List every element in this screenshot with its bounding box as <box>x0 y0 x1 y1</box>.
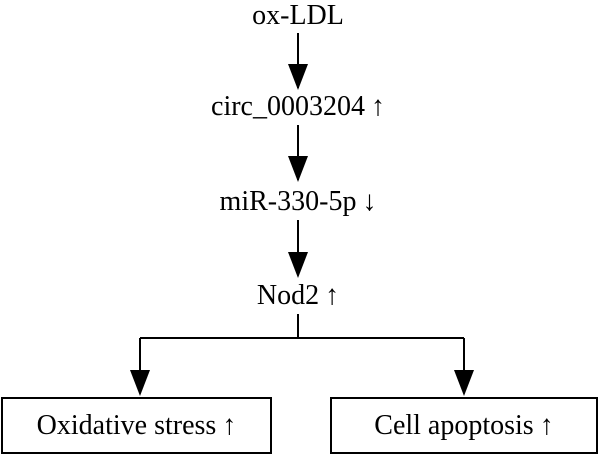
up-arrow-icon: ↑ <box>222 409 237 441</box>
down-arrow-icon: ↓ <box>362 186 377 217</box>
arrowhead-to-oxidative <box>130 370 150 396</box>
node-circ: circ_0003204↑ <box>211 91 385 123</box>
up-arrow-icon: ↑ <box>325 280 340 311</box>
up-arrow-icon: ↑ <box>370 91 385 122</box>
box-cell-apoptosis-text: Cell apoptosis <box>374 409 534 441</box>
up-arrow-icon: ↑ <box>539 409 554 441</box>
box-oxidative-stress-text: Oxidative stress <box>36 409 217 441</box>
node-nod2: Nod2↑ <box>257 280 339 312</box>
arrowhead-oxldl-to-circ <box>288 64 308 90</box>
box-oxidative-stress: Oxidative stress↑ <box>1 397 272 454</box>
arrowhead-circ-to-mir <box>288 156 308 182</box>
arrowhead-mir-to-nod2 <box>288 252 308 278</box>
box-cell-apoptosis: Cell apoptosis↑ <box>330 397 598 454</box>
node-circ-text: circ_0003204 <box>211 91 365 122</box>
node-ox-ldl-text: ox-LDL <box>252 0 344 31</box>
node-mir: miR-330-5p↓ <box>220 186 377 218</box>
node-nod2-text: Nod2 <box>256 280 320 311</box>
node-mir-text: miR-330-5p <box>219 186 357 217</box>
arrowhead-to-apoptosis <box>454 370 474 396</box>
node-ox-ldl: ox-LDL <box>252 0 344 32</box>
